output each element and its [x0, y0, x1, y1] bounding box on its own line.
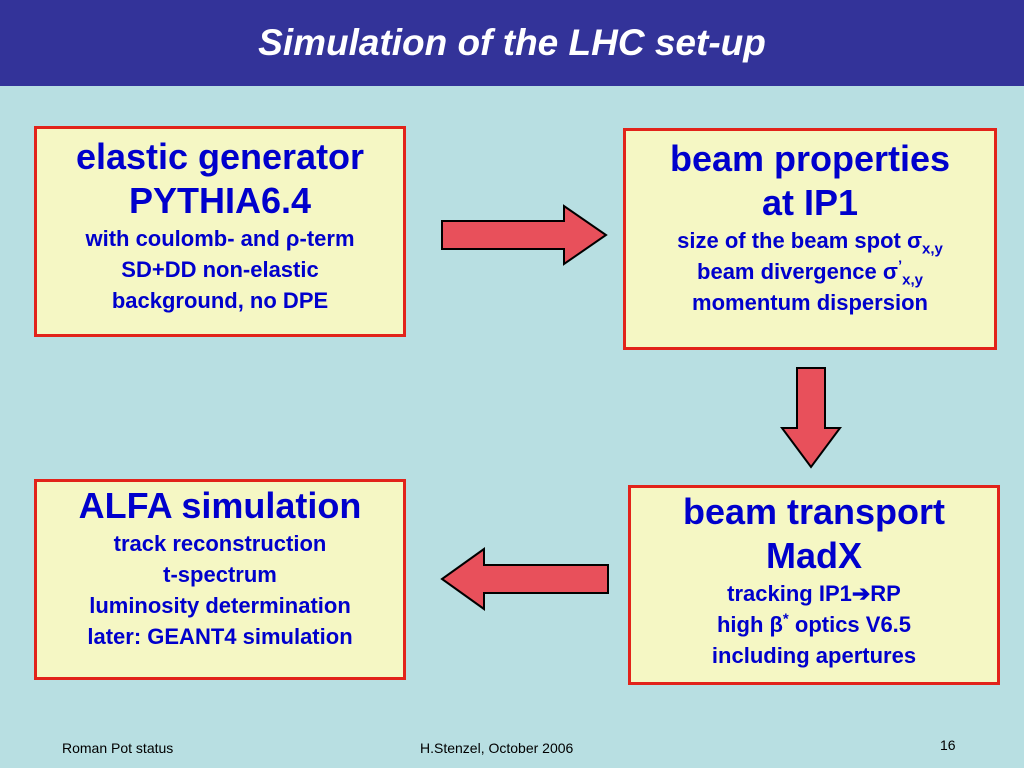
elastic-heading-2: PYTHIA6.4: [128, 180, 312, 221]
beam-spot-size-text: size of the beam spot σ: [677, 228, 922, 253]
beam-transport-box: beam transport MadX tracking IP1➔RP high…: [628, 485, 1000, 685]
right-arrow-icon: ➔: [851, 581, 871, 606]
elastic-heading-1: elastic generator: [75, 136, 365, 177]
optics-text-b: optics V6.5: [788, 612, 912, 637]
arrow-left: [440, 547, 609, 611]
beam-properties-heading-2: at IP1: [761, 182, 859, 223]
optics-line: high β* optics V6.5: [631, 609, 997, 640]
alfa-heading: ALFA simulation: [78, 485, 362, 526]
tracking-text-b: RP: [870, 581, 901, 606]
optics-text-a: high β: [716, 612, 783, 637]
slide-title: Simulation of the LHC set-up: [258, 22, 766, 63]
beam-divergence-line: beam divergence σ’x,y: [626, 256, 994, 289]
footer-left: Roman Pot status: [62, 740, 174, 756]
arrow-down: [780, 367, 842, 469]
alfa-line-1: track reconstruction: [113, 531, 327, 556]
elastic-line-1: with coulomb- and ρ-term: [85, 226, 355, 251]
elastic-generator-box: elastic generator PYTHIA6.4 with coulomb…: [34, 126, 406, 337]
title-bar: Simulation of the LHC set-up: [0, 0, 1024, 86]
tracking-line: tracking IP1➔RP: [631, 578, 997, 609]
arrow-right-shape: [441, 204, 608, 266]
beam-spot-size-subscript: x,y: [922, 240, 943, 258]
beam-divergence-subscript: x,y: [902, 271, 923, 289]
beam-divergence-text: beam divergence σ: [697, 259, 898, 284]
page-number: 16: [940, 737, 956, 753]
alfa-line-4: later: GEANT4 simulation: [87, 624, 353, 649]
arrow-left-shape: [440, 547, 609, 611]
alfa-line-2: t-spectrum: [163, 562, 277, 587]
alfa-simulation-box: ALFA simulation track reconstruction t-s…: [34, 479, 406, 680]
elastic-line-3: background, no DPE: [111, 288, 329, 313]
beam-transport-heading-1: beam transport: [682, 491, 946, 532]
beam-transport-heading-2: MadX: [765, 535, 862, 576]
footer-center: H.Stenzel, October 2006: [420, 740, 574, 756]
arrow-right: [441, 204, 608, 266]
alfa-line-3: luminosity determination: [89, 593, 351, 618]
beam-spot-size-line: size of the beam spot σx,y: [626, 225, 994, 256]
tracking-text-a: tracking IP1: [727, 581, 852, 606]
optics-superscript: *: [782, 610, 789, 628]
arrow-down-shape: [780, 367, 842, 469]
elastic-line-2: SD+DD non-elastic: [121, 257, 319, 282]
beam-divergence-prime: ’: [897, 257, 903, 275]
beam-properties-heading-1: beam properties: [669, 138, 951, 179]
momentum-dispersion-line: momentum dispersion: [692, 290, 928, 315]
apertures-line: including apertures: [711, 643, 917, 668]
beam-properties-box: beam properties at IP1 size of the beam …: [623, 128, 997, 350]
